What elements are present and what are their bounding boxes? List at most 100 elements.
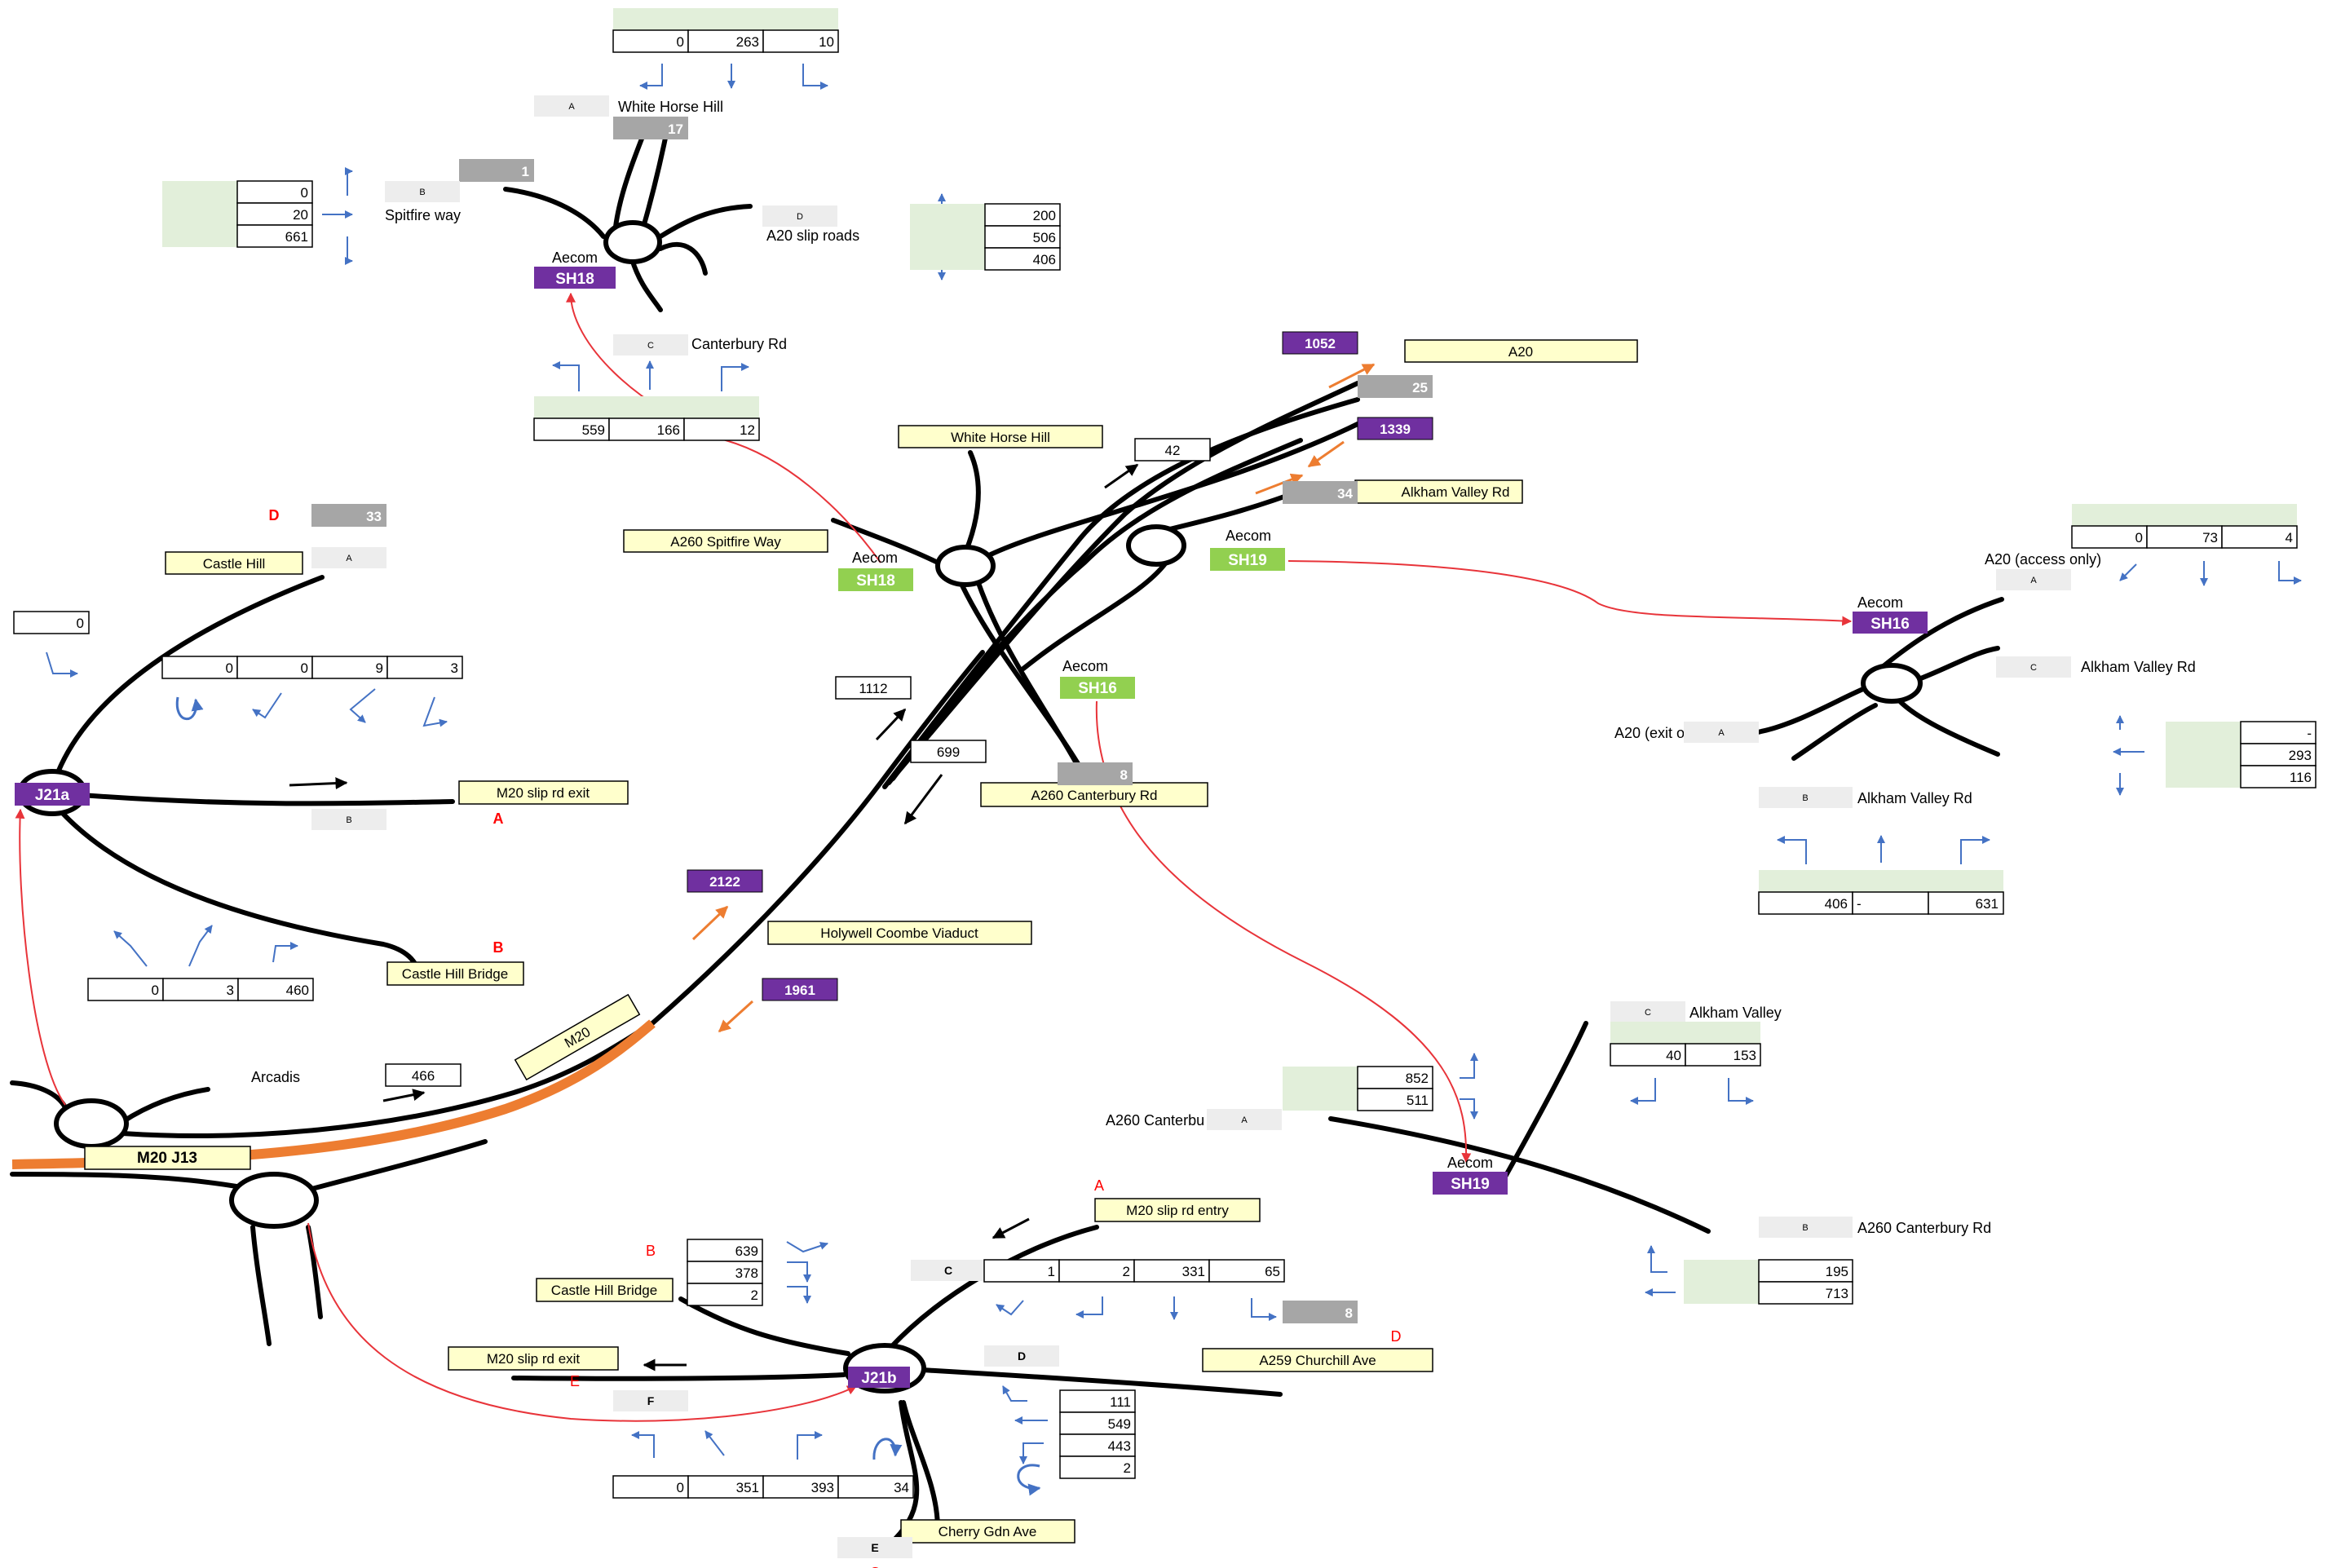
table-cell-box	[1059, 1411, 1136, 1435]
badge-sh19-green: SH19	[1228, 552, 1267, 569]
table-cell: 2	[1123, 1264, 1130, 1279]
turn-arrow-icon	[1075, 1296, 1103, 1318]
table-cell: 293	[2289, 748, 2312, 763]
roundabout-m20-j13-west	[54, 1098, 129, 1149]
turn-arrow-icon	[349, 688, 376, 723]
table-cell: 40	[1666, 1048, 1681, 1063]
arm-letter-sh18-d: D	[797, 212, 803, 222]
table-cell: 0	[226, 660, 233, 676]
table-cell: 661	[285, 229, 308, 245]
table-cell: 852	[1406, 1071, 1429, 1086]
road-sh16-inset-b	[1791, 703, 1878, 761]
road-m20-cont-1	[882, 397, 1360, 789]
label-aecom-sh19-inset: Aecom	[1447, 1155, 1493, 1171]
turn-arrow-icon	[422, 696, 448, 727]
arm-letter-j21a-b: B	[346, 815, 351, 825]
table-cell: 631	[1976, 896, 1999, 912]
u-turn-icon	[1017, 1464, 1041, 1496]
table-cell-box	[533, 417, 610, 441]
label-a260-spitfire-way: A260 Spitfire Way	[670, 534, 781, 550]
table-cell: 378	[735, 1265, 758, 1281]
arrow-m20-exit-a	[289, 777, 348, 790]
flow-699: 699	[937, 744, 960, 760]
road-m20-j13-upper	[120, 1021, 655, 1138]
road-labels: Castle Hill M20 slip rd exit Castle Hill…	[84, 339, 1638, 1544]
table-cell: 20	[293, 207, 308, 223]
table-cell: 153	[1734, 1048, 1756, 1063]
label-a20: A20	[1508, 344, 1533, 360]
table-cell-box	[1758, 1259, 1853, 1283]
turn-arrow-icon	[1460, 1098, 1478, 1120]
gray-count-8-mid: 8	[1120, 767, 1128, 783]
label-m20-slip-exit-a: M20 slip rd exit	[497, 785, 590, 801]
link-sh19-sh16	[1287, 560, 1853, 626]
table-cell: 0	[677, 34, 684, 50]
table-header-band	[162, 181, 237, 247]
u-turn-icon	[872, 1438, 903, 1460]
table-header-band	[2072, 504, 2297, 526]
label-a259-churchill-ave: A259 Churchill Ave	[1259, 1353, 1376, 1368]
gray-count-1: 1	[522, 164, 529, 179]
turn-arrow-icon	[345, 236, 353, 265]
table-cell: 0	[152, 983, 159, 998]
roundabout-sh18-inset	[603, 220, 662, 264]
table-cell-box	[1059, 1455, 1136, 1479]
table-cell: 116	[2290, 770, 2312, 785]
turn-arrow-icon	[1019, 1442, 1044, 1464]
table-cell: 713	[1826, 1286, 1848, 1301]
turn-arrow-icon	[996, 1300, 1024, 1316]
label-a260-canterbury-rd: A260 Canterbury Rd	[1031, 788, 1158, 803]
gray-count-33: 33	[366, 509, 382, 524]
arm-letter-sh18-a: A	[568, 102, 575, 112]
table-cell: 3	[227, 983, 234, 998]
red-letter-c-cherry: C	[870, 1565, 881, 1568]
road-sh18-inset-e	[658, 204, 753, 239]
turn-arrow-icon	[721, 363, 749, 391]
gray-count-34: 34	[1337, 486, 1353, 501]
red-letters: D A B A B D E C	[269, 507, 1402, 1568]
arm-letter-j21b-d: D	[1018, 1349, 1026, 1363]
turn-arrow-icon	[2278, 561, 2302, 585]
turn-arrow-icon	[786, 1241, 828, 1253]
table-cell: 351	[736, 1480, 759, 1495]
table-cell: 34	[894, 1480, 909, 1495]
table-cell: 65	[1265, 1264, 1280, 1279]
label-castle-hill: Castle Hill	[203, 556, 266, 572]
turn-arrow-icon	[802, 64, 828, 90]
flow-42: 42	[1165, 443, 1181, 458]
link-lines	[15, 292, 1853, 1422]
label-alkham-valley-sh19: Alkham Valley	[1689, 1005, 1782, 1021]
arm-letter-sh16-b: B	[1802, 793, 1808, 803]
table-cell: 111	[1110, 1394, 1131, 1410]
table-cell: 549	[1108, 1416, 1131, 1432]
road-m20-cont-3	[890, 438, 1303, 781]
label-cherry-gdn-ave: Cherry Gdn Ave	[939, 1524, 1037, 1539]
table-cell: 443	[1108, 1438, 1131, 1454]
badge-j21b: J21b	[861, 1370, 896, 1387]
red-letter-e-exit: E	[570, 1373, 580, 1389]
table-cell: 12	[740, 422, 755, 438]
road-j13-south2	[306, 1225, 323, 1319]
table-cell: 10	[819, 34, 834, 50]
table-cell: 511	[1407, 1093, 1429, 1108]
table-cell: 559	[582, 422, 605, 438]
red-letter-d-a259: D	[1391, 1328, 1402, 1345]
table-sh16-bottom: 406 - 631	[1758, 870, 2004, 915]
gray-count-boxes: 33 17 1 25 34 8 8	[311, 117, 1433, 1323]
arrow-466	[382, 1089, 426, 1102]
table-header-band	[910, 204, 985, 270]
label-alkham-valley-rd: Alkham Valley Rd	[1402, 484, 1510, 500]
turn-arrow-icon	[1630, 1078, 1656, 1105]
table-cell: 263	[736, 34, 759, 50]
table-cell: 406	[1033, 252, 1056, 267]
flow-1052: 1052	[1305, 336, 1336, 351]
gray-count-8-j21b: 8	[1345, 1305, 1353, 1321]
label-m20-slip-entry: M20 slip rd entry	[1126, 1203, 1229, 1218]
label-a260-canterbu: A260 Canterbu	[1106, 1112, 1204, 1129]
road-j21b-cherry2	[901, 1400, 940, 1531]
red-letter-d-castle: D	[269, 507, 280, 523]
turn-arrow-icon	[188, 925, 213, 967]
table-cell-box	[837, 1475, 914, 1499]
road-a260-canterbury	[960, 583, 1087, 777]
